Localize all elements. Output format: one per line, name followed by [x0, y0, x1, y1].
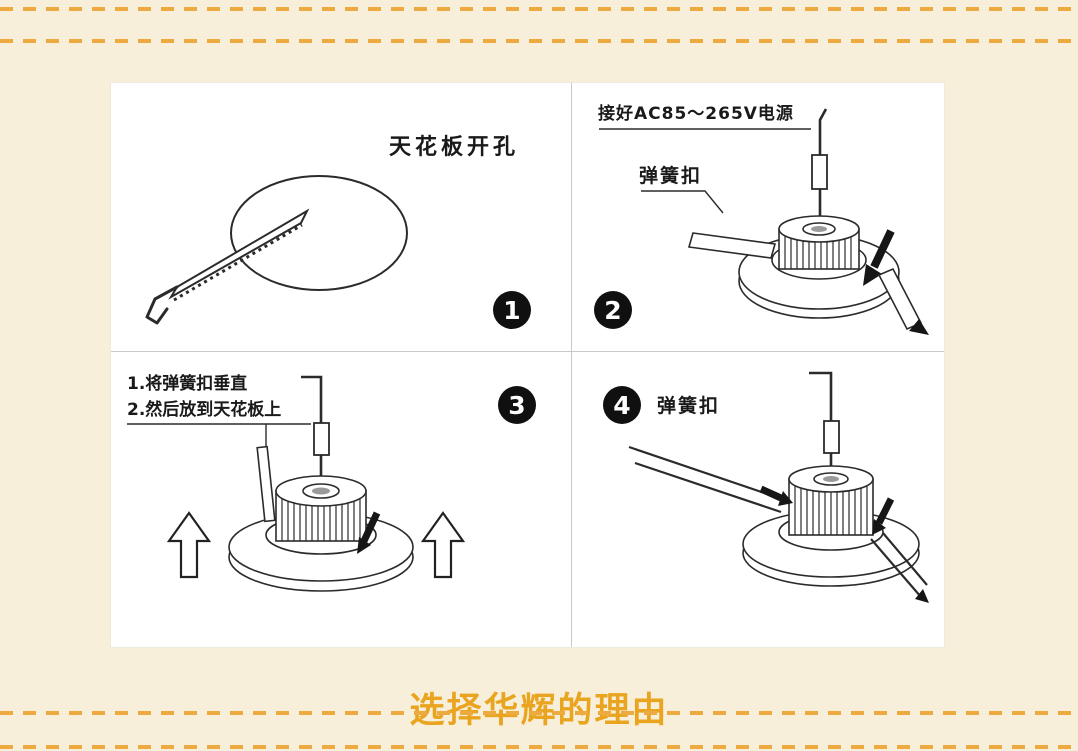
installation-diagram-panel: 天花板开孔 接好AC85～265V电源 弹簧扣 1.将弹簧扣垂直 2.然后放到天…: [110, 82, 945, 648]
up-arrow-left-icon: [166, 511, 212, 579]
step2-diagram: [599, 108, 929, 335]
step-number: 4: [613, 390, 631, 420]
step2-clip-label: 弹簧扣: [639, 165, 703, 187]
horizontal-divider: [111, 351, 944, 352]
clip-arrow-tip: [915, 589, 929, 603]
dashed-divider-bottom-2: [0, 745, 1078, 749]
step4-diagram: [628, 371, 929, 603]
saw-icon: [145, 208, 310, 325]
spring-clip-rod: [256, 445, 276, 523]
power-wire: [811, 108, 828, 229]
dashed-divider-bottom-1: [0, 711, 1078, 715]
step-4-badge: 4: [603, 386, 641, 424]
spring-clip-blade-left: [687, 232, 777, 259]
step3-instruction-1: 1.将弹簧扣垂直: [127, 374, 248, 394]
step1-caption: 天花板开孔: [389, 135, 520, 160]
step1-diagram: [145, 175, 408, 325]
dashed-divider-top-1: [0, 7, 1078, 11]
leader-lines: [599, 128, 811, 214]
downlight-icon: [228, 475, 414, 592]
step3-instruction-2: 2.然后放到天花板上: [127, 400, 282, 420]
step3-diagram: [127, 375, 466, 592]
step-3-badge: 3: [498, 386, 536, 424]
dashed-divider-top-2: [0, 39, 1078, 43]
spring-clip-wires-right: [870, 532, 928, 598]
power-wire: [301, 375, 330, 491]
section-heading: 选择华辉的理由: [409, 691, 669, 731]
black-arrow-icon: [357, 511, 381, 554]
instruction-leader-line: [127, 423, 311, 447]
wire-connector: [313, 422, 330, 456]
step2-power-label: 接好AC85～265V电源: [598, 104, 794, 124]
black-arrow-icon: [863, 229, 895, 286]
spring-clip-wires-left: [628, 445, 789, 514]
step-1-badge: 1: [493, 291, 531, 329]
wire-connector: [811, 154, 828, 190]
wire-connector: [823, 420, 840, 454]
black-arrow-left-icon: [759, 485, 793, 506]
ceiling-hole-ellipse: [230, 175, 408, 291]
downlight-icon: [738, 215, 900, 319]
up-arrow-right-icon: [420, 511, 466, 579]
power-wire: [809, 371, 840, 479]
black-arrow-right-icon: [872, 497, 895, 535]
vertical-divider: [571, 83, 572, 647]
clip-leader-line: [641, 190, 724, 214]
step-number: 2: [604, 295, 622, 325]
step-2-badge: 2: [594, 291, 632, 329]
step4-clip-label: 弹簧扣: [657, 395, 721, 417]
spring-clip-blade-right: [877, 267, 929, 335]
downlight-icon: [742, 465, 920, 587]
step-number: 1: [503, 295, 521, 325]
step-number: 3: [508, 390, 526, 420]
